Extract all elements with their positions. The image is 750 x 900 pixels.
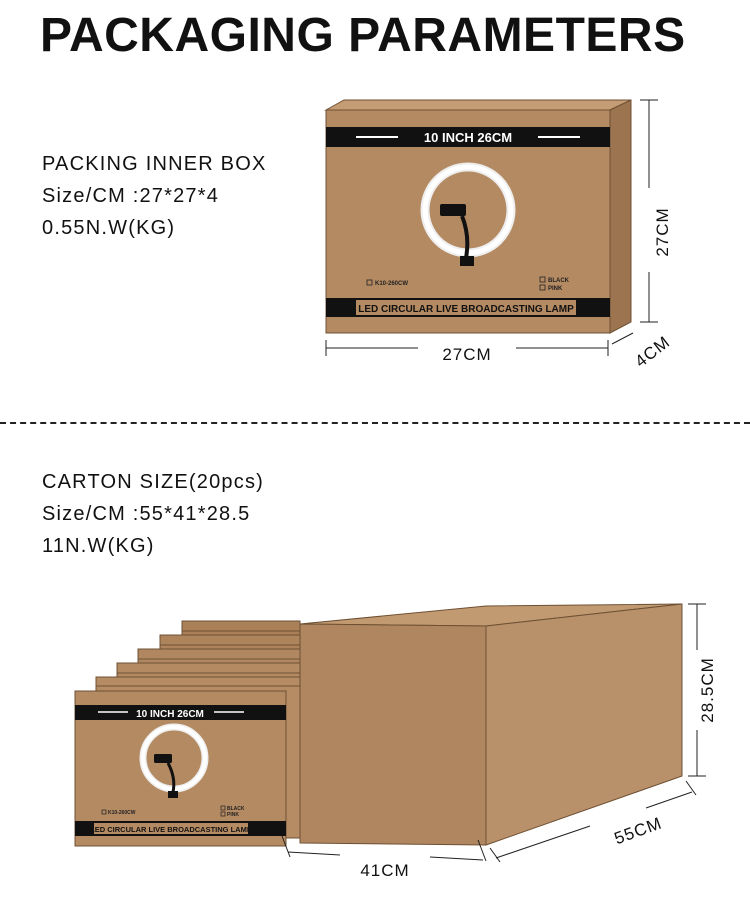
inner-box-height-label: 27CM	[653, 207, 672, 256]
inner-box-label-bottom: LED CIRCULAR LIVE BROADCASTING LAMP	[358, 304, 574, 315]
carton-length-label: 55CM	[612, 813, 665, 848]
inner-box-weight: 0.55N.W(KG)	[42, 217, 176, 239]
carton-height-label: 28.5CM	[698, 657, 717, 723]
carton-box-label-top: 10 INCH 26CM	[136, 709, 204, 720]
page-title: PACKAGING PARAMETERS	[40, 9, 686, 62]
carton-spec: CARTON SIZE(20pcs) Size/CM :55*41*28.5 1…	[42, 466, 264, 562]
inner-box-model-code: K10-260CW	[375, 281, 408, 287]
inner-box-width-label: 27CM	[442, 345, 491, 364]
phone-holder-icon	[440, 204, 466, 216]
carton-box-label-bottom: LED CIRCULAR LIVE BROADCASTING LAMP	[90, 825, 252, 834]
inner-box-front	[325, 109, 611, 334]
carton-size: Size/CM :55*41*28.5	[42, 503, 251, 525]
inner-box-spec: PACKING INNER BOX Size/CM :27*27*4 0.55N…	[42, 148, 267, 244]
inner-box-size: Size/CM :27*27*4	[42, 185, 220, 207]
carton-color-1: BLACK	[227, 806, 245, 812]
carton-model-code: K10-260CW	[108, 810, 136, 816]
section-divider	[0, 422, 750, 424]
carton-box	[299, 623, 487, 846]
inner-box-color-1: BLACK	[548, 278, 570, 284]
carton-color-2: PINK	[227, 812, 239, 818]
inner-box-color-2: PINK	[548, 286, 563, 292]
inner-box-heading: PACKING INNER BOX	[42, 153, 267, 175]
carton-width-label: 41CM	[360, 861, 409, 880]
inner-box-label-top: 10 INCH 26CM	[424, 130, 512, 145]
carton-heading: CARTON SIZE(20pcs)	[42, 471, 265, 493]
carton-weight: 11N.W(KG)	[42, 535, 155, 557]
